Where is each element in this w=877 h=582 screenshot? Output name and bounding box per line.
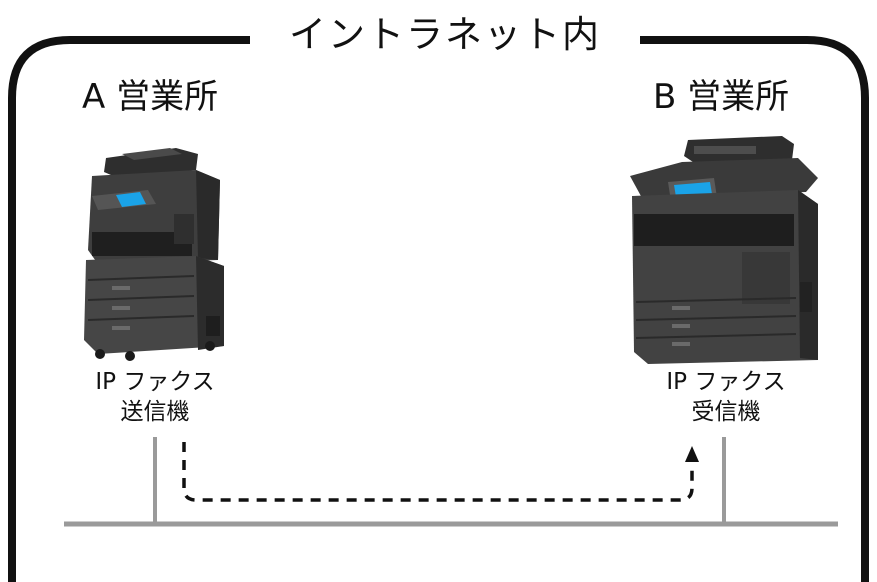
sender-device-role: 送信機 — [120, 399, 190, 425]
sender-device-type: IP ファクス — [95, 369, 215, 395]
intranet-title: イントラネット内 — [250, 6, 640, 64]
sender-printer — [78, 140, 238, 362]
multifunction-printer-icon — [84, 148, 224, 361]
receiver-printer — [622, 132, 822, 364]
office-a-label: A 営業所 — [82, 77, 219, 117]
office-b-label: B 営業所 — [653, 77, 790, 117]
arrowhead-icon — [685, 446, 699, 462]
receiver-device-type: IP ファクス — [666, 369, 786, 395]
fax-flow-arrow — [182, 442, 694, 502]
multifunction-printer-icon — [630, 136, 818, 364]
receiver-device-role: 受信機 — [691, 399, 761, 425]
sender-device-label: IP ファクス 送信機 — [50, 367, 260, 427]
receiver-device-label: IP ファクス 受信機 — [621, 367, 831, 427]
